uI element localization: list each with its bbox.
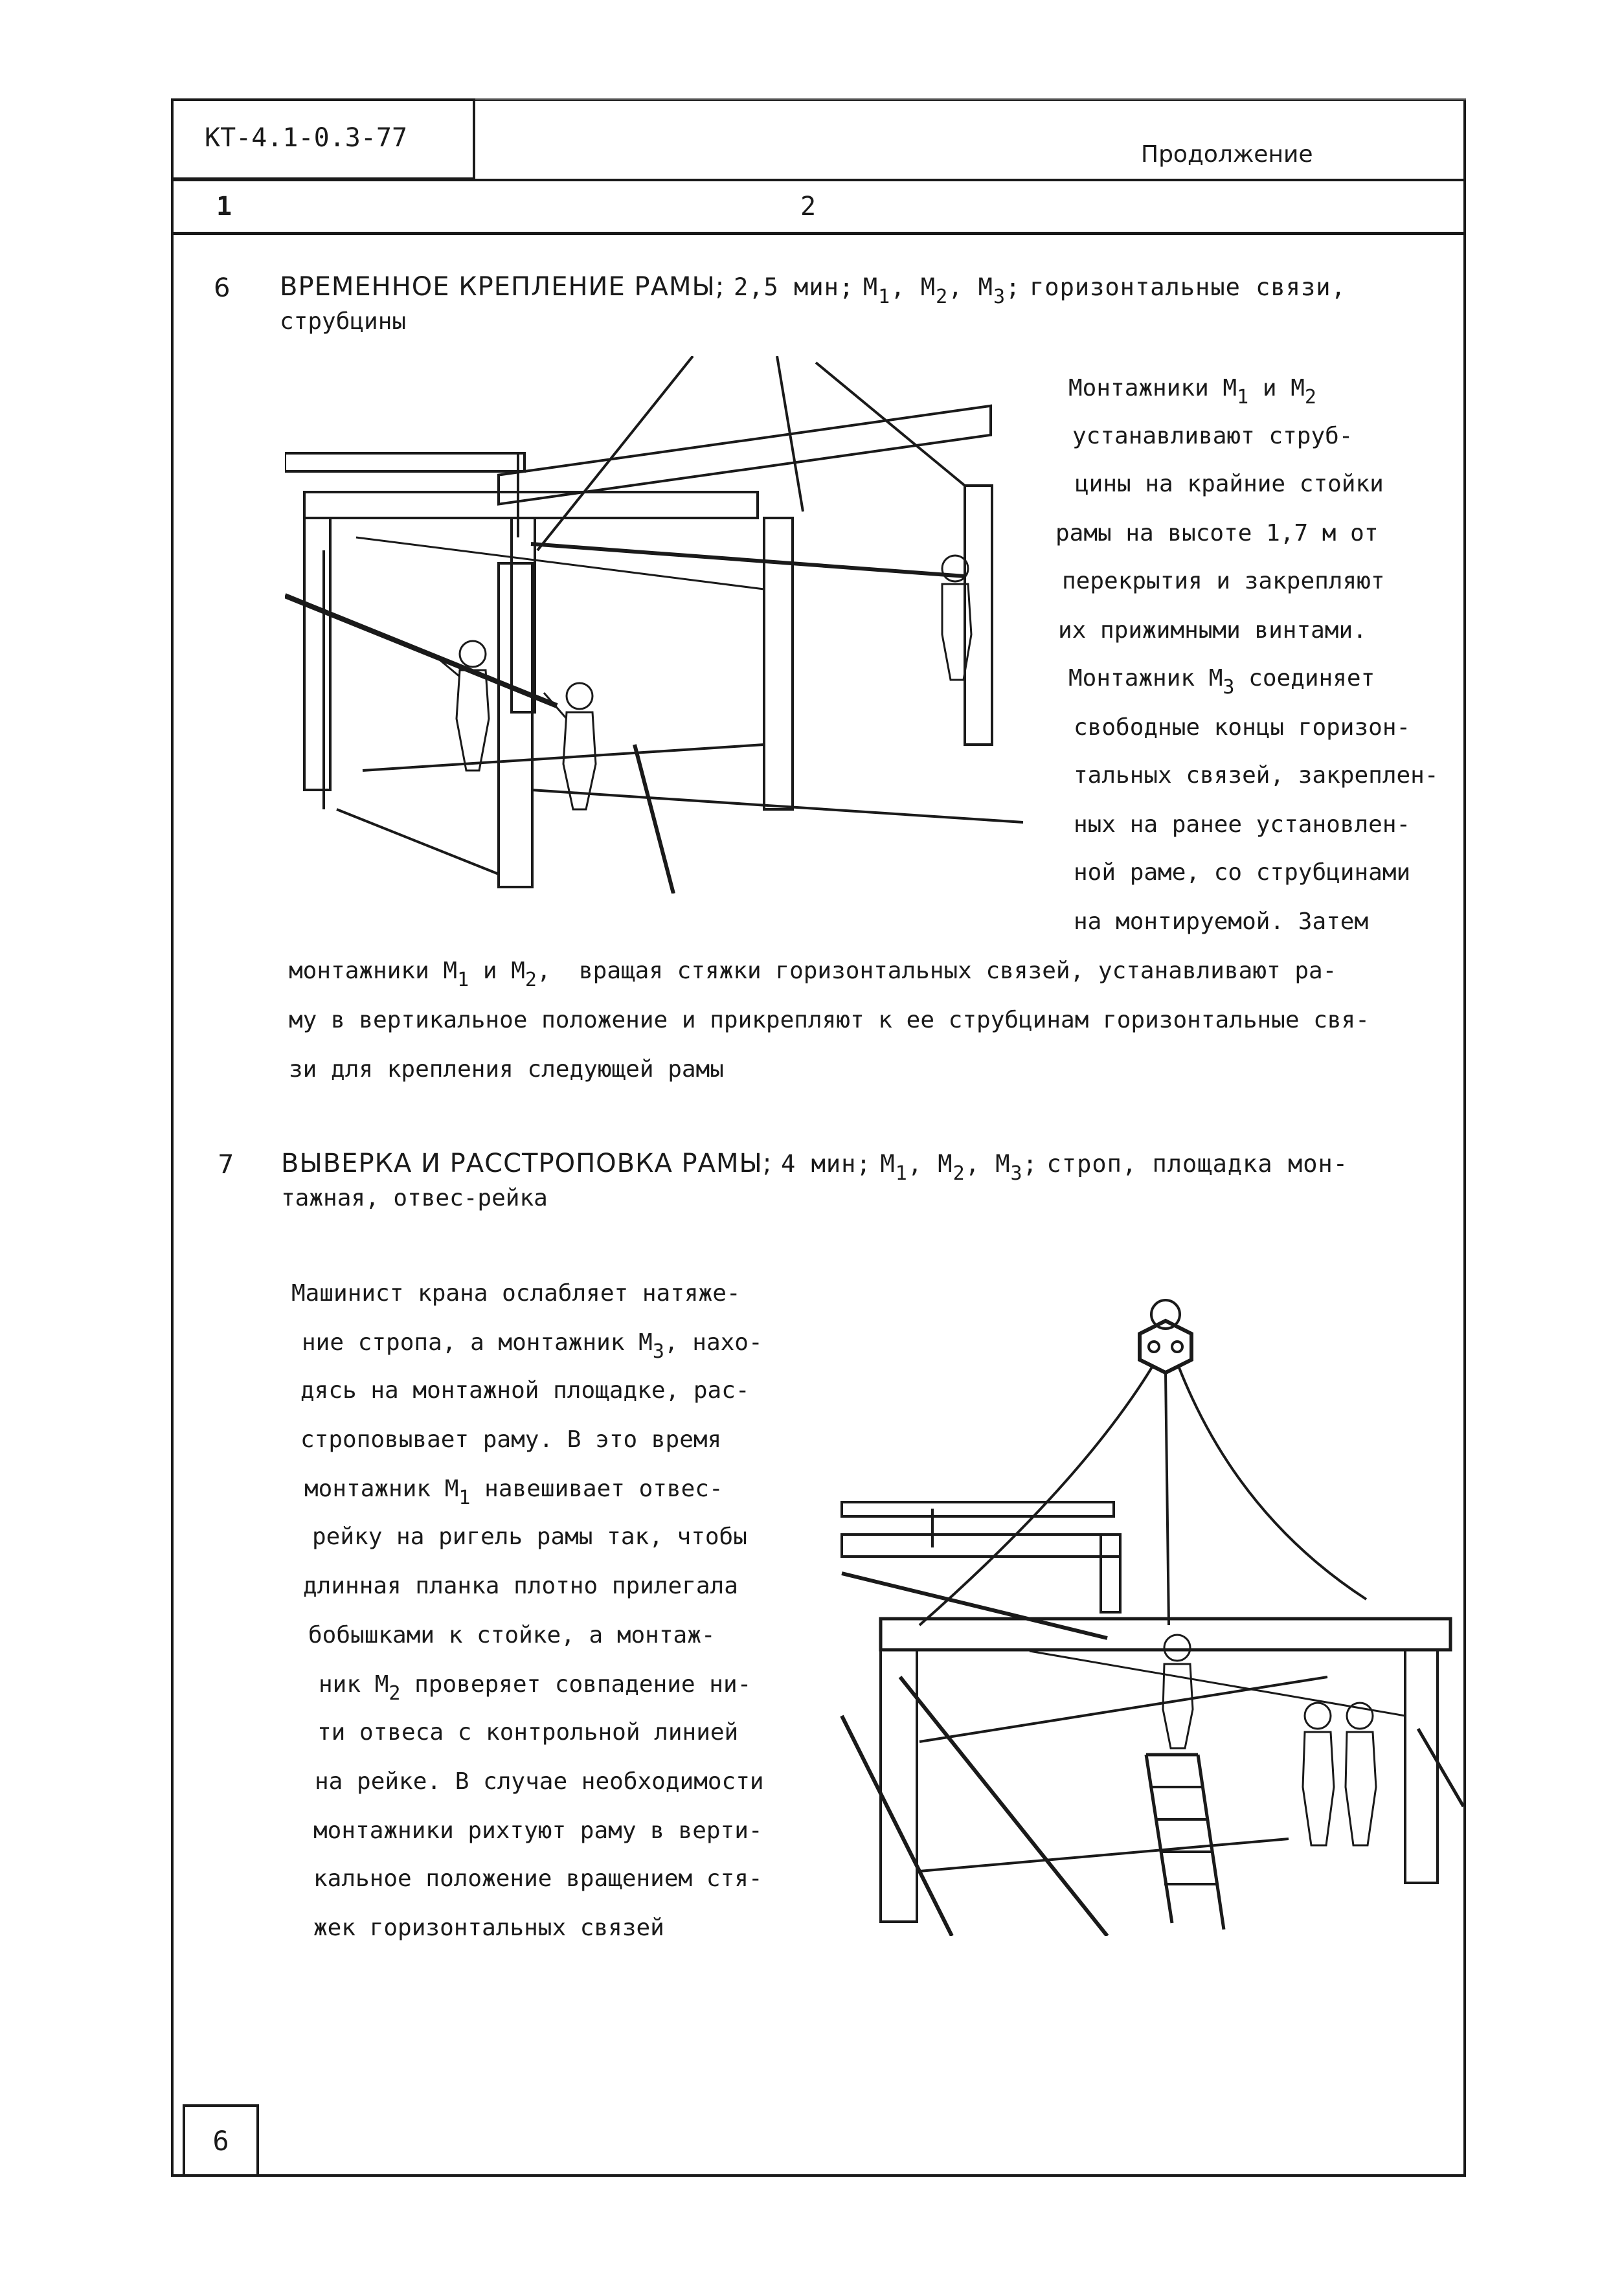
step7-number: 7	[218, 1150, 234, 1180]
step6-title: ВРЕМЕННОЕ КРЕПЛЕНИЕ РАМЫ;	[280, 272, 725, 302]
s6-side-11: на монтируемой. Затем	[1074, 908, 1369, 935]
s6-side-4: перекрытия и закрепляют	[1062, 568, 1385, 594]
step6-heading: ВРЕМЕННОЕ КРЕПЛЕНИЕ РАМЫ; 2,5 мин; М1, М…	[280, 272, 1346, 308]
s6-side-7: свободные концы горизон-	[1074, 714, 1411, 741]
s7-line-5: рейку на ригель рамы так, чтобы	[312, 1524, 747, 1550]
s7-line-10: на рейке. В случае необходимости	[315, 1768, 764, 1795]
s6-side-8: тальных связей, закреплен-	[1074, 762, 1439, 789]
top-dashed-edge	[475, 98, 1466, 100]
step7-tools-cont: тажная, отвес-рейка	[281, 1185, 548, 1211]
s7-line-3: строповывает раму. В это время	[300, 1426, 722, 1453]
s6-side-5: их прижимными винтами.	[1058, 617, 1367, 644]
s6-side-0: Монтажники М1 и М2	[1068, 375, 1316, 409]
s6-full-2: зи для крепления следующей рамы	[289, 1056, 724, 1083]
s6-side-3: рамы на высоте 1,7 м от	[1055, 520, 1379, 546]
doc-code: КТ-4.1-0.3-77	[205, 123, 408, 153]
column-2-number: 2	[800, 192, 817, 221]
s6-side-6: Монтажник М3 соединяет	[1068, 665, 1375, 699]
s7-line-1: ние стропа, а монтажник М3, нахо-	[302, 1329, 763, 1363]
s7-line-7: бобышками к стойке, а монтаж-	[308, 1622, 716, 1648]
s7-line-6: длинная планка плотно прилегала	[303, 1573, 738, 1599]
page-number: 6	[212, 2124, 229, 2157]
step6-tools: горизонтальные связи,	[1030, 273, 1346, 301]
step7-time: 4 мин;	[781, 1150, 872, 1178]
step6-number: 6	[214, 273, 231, 303]
s6-side-1: устанавливают струб-	[1072, 423, 1353, 449]
s7-line-2: дясь на монтажной площадке, рас-	[300, 1377, 750, 1404]
s6-full-0: монтажники М1 и М2, вращая стяжки горизо…	[289, 958, 1337, 991]
step7-title: ВЫВЕРКА И РАССТРОПОВКА РАМЫ;	[281, 1149, 773, 1178]
s6-side-10: ной раме, со струбцинами	[1074, 859, 1411, 886]
s7-line-13: жек горизонтальных связей	[313, 1915, 664, 1941]
column-1-number: 1	[216, 192, 232, 221]
s7-line-11: монтажники рихтуют раму в верти-	[313, 1817, 763, 1844]
step7-tools: строп, площадка мон-	[1046, 1150, 1349, 1178]
step6-illustration	[285, 356, 1024, 894]
s7-line-0: Машинист крана ослабляет натяже-	[291, 1280, 741, 1307]
column-header-divider	[171, 232, 1466, 235]
s7-line-8: ник М2 проверяет совпадение ни-	[319, 1671, 752, 1705]
s7-line-12: кальное положение вращением стя-	[313, 1865, 763, 1892]
s6-full-1: му в вертикальное положение и прикрепляю…	[289, 1007, 1370, 1033]
s7-line-9: ти отвеса с контрольной линией	[317, 1719, 739, 1746]
continuation-label: Продолжение	[1141, 141, 1313, 168]
step7-heading: ВЫВЕРКА И РАССТРОПОВКА РАМЫ; 4 мин; М1, …	[281, 1149, 1349, 1185]
page-number-box: 6	[183, 2104, 259, 2177]
header-divider	[171, 179, 1466, 181]
s7-line-4: монтажник М1 навешивает отвес-	[304, 1476, 723, 1509]
doc-code-box: КТ-4.1-0.3-77	[171, 98, 475, 180]
step6-tools-cont: струбцины	[280, 308, 407, 335]
s6-side-9: ных на ранее установлен-	[1074, 811, 1411, 838]
step7-illustration	[840, 1299, 1463, 1936]
s6-side-2: цины на крайние стойки	[1075, 471, 1384, 497]
step6-time: 2,5 мин;	[733, 273, 855, 301]
